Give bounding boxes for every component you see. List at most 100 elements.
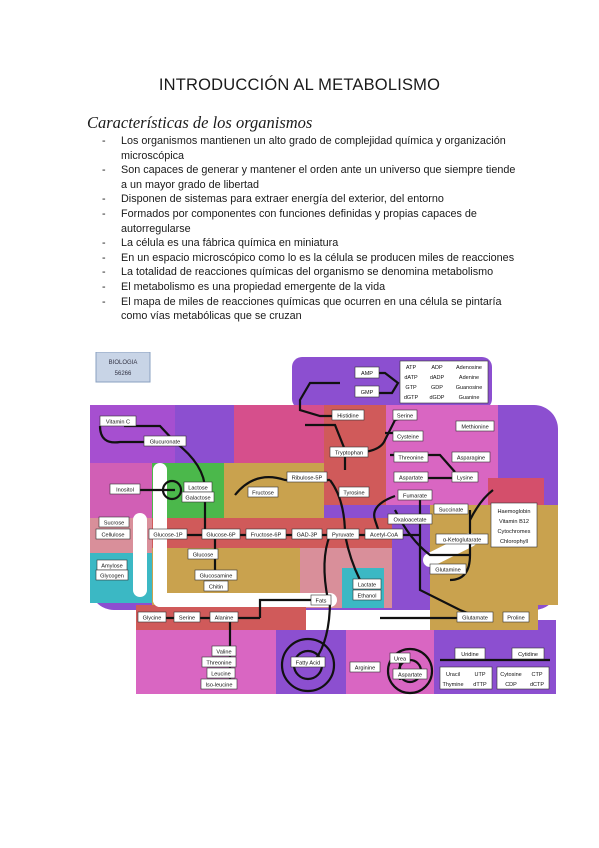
heme-box: Haemoglobin Vitamin B12 Cytochromes Chlo… [490,502,538,548]
node-box [201,656,237,668]
node-fructose-6p: Fructose-6P [251,533,282,539]
node-leucine: Leucine [211,672,231,678]
node-alanine: Alanine [215,616,234,622]
node-glucosamine: Glucosamine [200,574,233,580]
node-methionine: Methionine [461,425,488,431]
node-glutamine: Glutamine [435,568,461,574]
node-box [173,611,201,623]
node-box [181,491,215,503]
node-histidine: Histidine [337,414,358,420]
node-box [389,652,411,664]
nucleotide-cell: ATP [406,365,417,371]
node-glucose-6p: Glucose-6P [206,533,235,539]
node-box [95,528,131,540]
bullet-item: El mapa de miles de reacciones químicas … [102,295,522,324]
node-vitamin-c: Vitamin C [106,420,130,426]
node-box [392,409,418,421]
nucleotide-cell: ADP [431,365,443,371]
node-box [392,430,424,442]
metabolic-map: BIOLOGIA 56266 AMP GMP ATP ADP Adenosine… [90,352,558,695]
node-box [326,528,360,540]
biologia-stamp: BIOLOGIA 56266 [95,352,151,383]
node-succinate: Succinate [439,508,464,514]
node-box [245,528,287,540]
node-ribulose-5p: Ribulose-5P [292,476,323,482]
node-oxaloacetate: Oxaloacetate [394,518,427,524]
node-box [352,578,382,590]
node-box [137,611,167,623]
node-box [148,528,188,540]
node-glucose: Glucose [193,553,214,559]
node-cellulose: Cellulose [101,533,124,539]
node-gmp: GMP [361,390,374,396]
node-sucrose: Sucrose [104,521,125,527]
nucleotide-cell: Adenine [459,375,479,381]
node-proline: Proline [507,616,524,622]
section-heading: Características de los organismos [87,113,313,132]
node-cysteine: Cysteine [397,435,419,441]
node-urea: Urea [394,657,407,663]
heme-item: Haemoglobin [498,509,531,515]
node-box [211,645,237,657]
bullet-item: Son capaces de generar y mantener el ord… [102,163,522,192]
bullet-item: El metabolismo es una propiedad emergent… [102,280,522,295]
pyrimidine-cell: CTP [532,672,543,678]
node-fumarate: Fumarate [403,494,427,500]
node-glycine: Glycine [143,616,162,622]
stamp-line1: BIOLOGIA [109,360,138,366]
pyrimidine-cell: Cytosine [500,672,521,678]
node-aspartate-top: Aspartate [399,476,423,482]
node-box [364,528,404,540]
node-fructose: Fructose [252,491,274,497]
node-amylose: Amylose [101,564,122,570]
bullet-item: Formados por componentes con funciones d… [102,207,522,236]
node-galactose: Galactose [185,496,210,502]
nucleotide-cell: Adenosine [456,365,482,371]
nucleotide-cell: GDP [431,385,443,391]
node-box [290,656,326,668]
node-box [291,528,323,540]
node-pyruvate: Pyruvate [332,533,354,539]
node-box [435,533,489,545]
node-arginine: Arginine [355,666,376,672]
node-box [502,611,530,623]
node-box [393,471,429,483]
node-gad-3p: GAD-3P [297,533,318,539]
node-box [393,451,429,463]
node-box [338,486,370,498]
heme-item: Cytochromes [498,529,531,535]
node-box [286,471,328,483]
node-glucose-1p: Glucose-1P [153,533,182,539]
node-serine-bottom: Serine [179,616,195,622]
node-cytidine: Cytidine [518,652,538,658]
node-uridine: Uridine [461,652,478,658]
nucleotide-cell: GTP [405,385,417,391]
pyrimidine-cell: UTP [475,672,486,678]
node-box [451,451,491,463]
node-box [247,486,279,498]
node-box [310,594,332,606]
node-box [200,678,238,690]
heme-item: Vitamin B12 [499,519,529,525]
node-ethanol: Ethanol [358,594,377,600]
node-box [331,409,365,421]
pyrimidine-cell: Thymine [442,682,463,688]
node-aspartate-bottom: Aspartate [398,673,422,679]
node-box [387,513,433,525]
node-amp: AMP [361,371,373,377]
node-box [99,415,137,427]
node-threonine-top: Threonine [398,456,423,462]
nucleotide-cell: Guanine [459,395,480,401]
pyrimidine-tables: Uridine Cytidine Uracil UTP Thymine dTTP… [439,647,550,690]
node-box [329,446,369,458]
node-fats: Fats [316,599,327,605]
node-box [201,528,241,540]
node-box [451,471,479,483]
node-tryptophan: Tryptophan [335,451,363,457]
pyrimidine-cell: dTTP [473,682,487,688]
node-box [455,420,495,432]
node-valine: Valine [216,650,231,656]
nucleotide-cell: dGDP [430,395,445,401]
